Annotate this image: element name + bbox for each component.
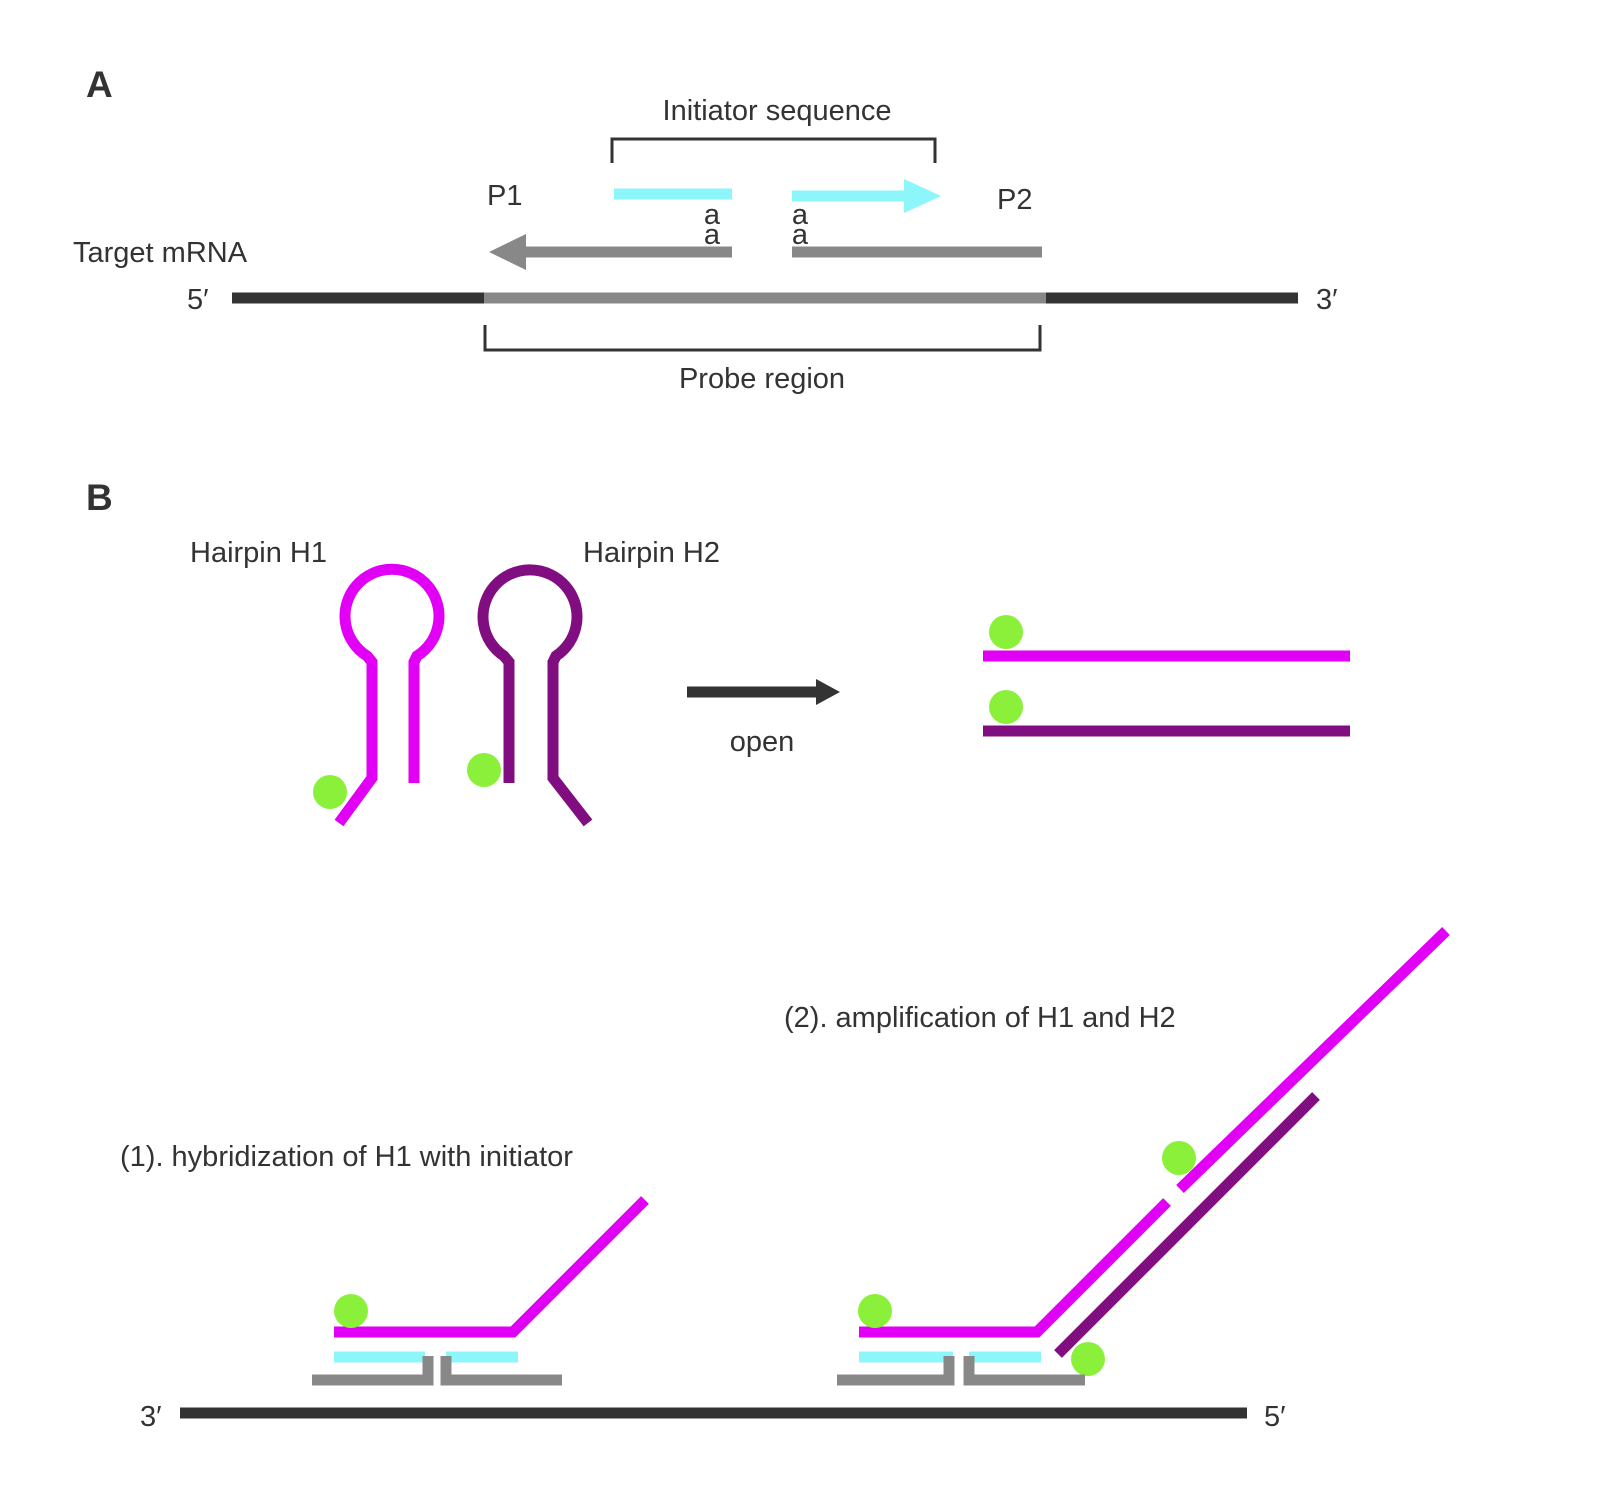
panel-a-letter: A [86, 64, 113, 105]
p1-spacer-base-1: a [704, 199, 721, 231]
probe-region-bracket [483, 325, 1042, 352]
initiator-bracket [610, 137, 937, 163]
p2-spacer-base-2: a [792, 219, 809, 251]
bottom-three-prime-label: 3′ [140, 1401, 162, 1433]
panel-b-letter: B [86, 477, 113, 518]
h1-opened-fluorophore-icon [989, 615, 1023, 649]
h2-opened-fluorophore-icon [989, 690, 1023, 724]
step2-h2-fluorophore-icon [1071, 1342, 1105, 1376]
h2-fluorophore-icon [467, 753, 501, 787]
step1-assembly [312, 1196, 649, 1386]
panel-b: B Hairpin H1 Hairpin H2 open (2). amplif… [86, 477, 1450, 1433]
target-five-prime-label: 5′ [187, 284, 209, 316]
target-mrna-label: Target mRNA [73, 237, 248, 269]
probe-region-label: Probe region [679, 363, 845, 395]
p1-spacer-base-2: a [704, 219, 721, 251]
hairpin-h2 [467, 564, 593, 827]
open-label: open [730, 726, 795, 758]
p1-label: P1 [487, 180, 522, 212]
hairpin-h2-label: Hairpin H2 [583, 537, 720, 569]
p2-spacer-base-1: a [792, 199, 809, 231]
step2-label: (2). amplification of H1 and H2 [784, 1002, 1176, 1034]
step2-assembly [837, 927, 1450, 1386]
p2-label: P2 [997, 184, 1032, 216]
hairpin-h1 [313, 563, 445, 827]
step1-label: (1). hybridization of H1 with initiator [120, 1141, 573, 1173]
panel-a: A Initiator sequence P1 P2 a a a a Targe… [73, 64, 1338, 395]
h1-fluorophore-icon [313, 775, 347, 809]
initiator-sequence-label: Initiator sequence [663, 95, 892, 127]
probe-p1-arrowhead [489, 234, 526, 270]
step1-fluorophore-icon [334, 1294, 368, 1328]
step2-h1-fluorophore-icon [858, 1294, 892, 1328]
open-arrow-icon [816, 679, 840, 705]
initiator-arrowhead [904, 179, 941, 213]
bottom-five-prime-label: 5′ [1264, 1401, 1286, 1433]
target-three-prime-label: 3′ [1316, 284, 1338, 316]
step2-mid-fluorophore-icon [1162, 1141, 1196, 1175]
hairpin-h1-label: Hairpin H1 [190, 537, 327, 569]
